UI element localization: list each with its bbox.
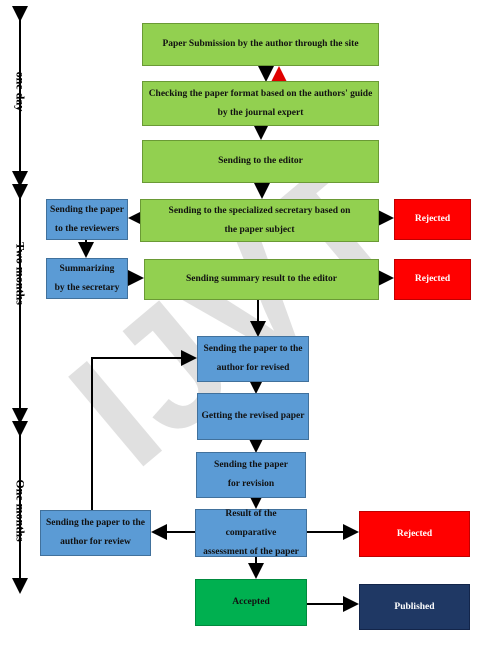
arrow-author-review-loop [91,350,197,510]
node-published: Published [359,584,470,630]
node-rejected-3: Rejected [359,511,470,557]
node-to-author-revised: Sending the paper to the author for revi… [197,336,309,382]
node-getting-revised: Getting the revised paper [197,393,309,440]
node-to-secretary: Sending to the specialized secretary bas… [140,199,379,242]
timeline-label-one-month: One months [13,479,28,542]
node-summary-to-editor: Sending summary result to the editor [144,259,379,300]
node-accepted: Accepted [195,579,307,626]
node-for-revision: Sending the paper for revision [196,452,306,498]
node-rejected-1: Rejected [394,199,471,240]
node-to-editor: Sending to the editor [142,140,379,183]
timeline-label-one-day: one day [13,71,28,112]
node-summarizing: Summarizing by the secretary [46,258,128,299]
node-to-author-review: Sending the paper to the author for revi… [40,510,151,556]
node-to-reviewers: Sending the paper to the reviewers [46,199,128,240]
node-comparative-result: Result of the comparative assessment of … [195,509,307,557]
node-submission: Paper Submission by the author through t… [142,23,379,66]
node-rejected-2: Rejected [394,259,471,300]
node-format-check: Checking the paper format based on the a… [142,81,379,126]
timeline-label-two-months: Two months [13,242,28,305]
